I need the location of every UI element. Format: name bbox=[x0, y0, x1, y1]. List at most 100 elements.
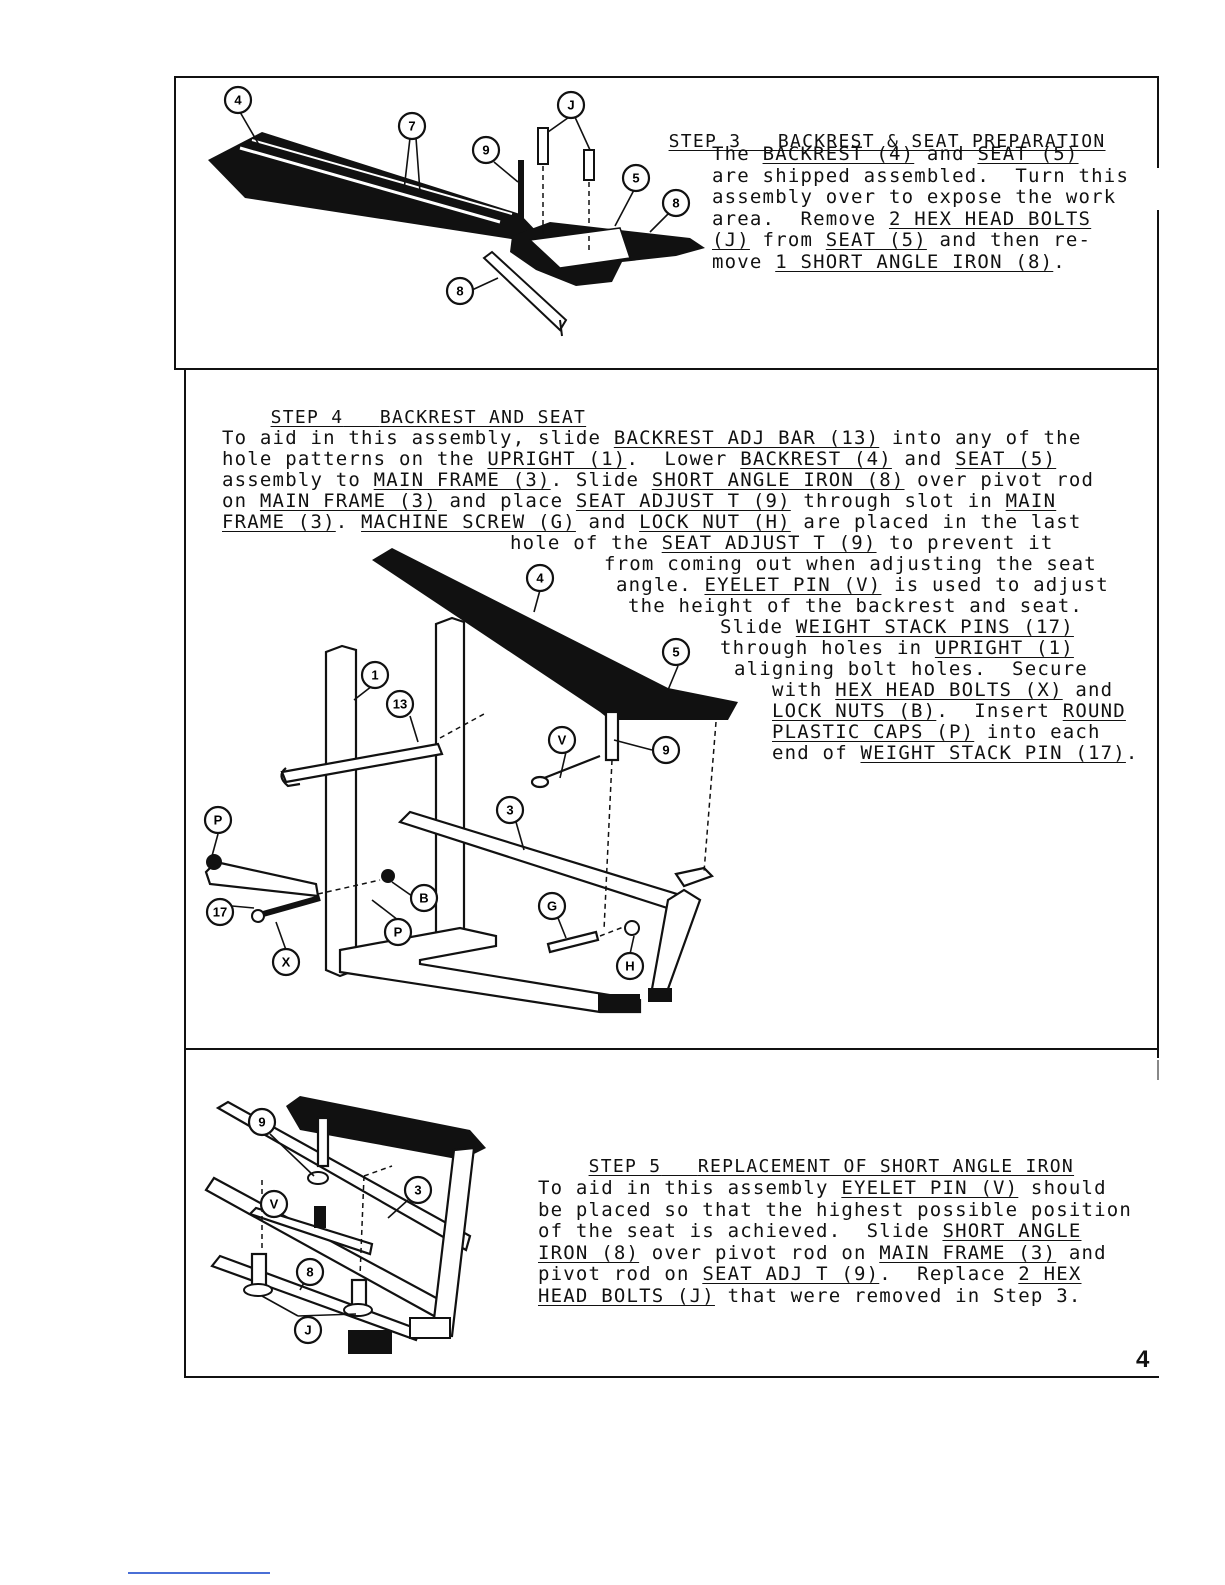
text-run: and then re- bbox=[926, 229, 1092, 251]
text-run: The bbox=[712, 143, 763, 165]
callout-eyelet-pin: V bbox=[547, 725, 577, 755]
step-4-instructions-line: angle. EYELET PIN (V) is used to adjust bbox=[616, 574, 1109, 597]
part-reference: UPRIGHT (1) bbox=[934, 637, 1074, 659]
svg-text:8: 8 bbox=[456, 284, 463, 299]
callout-backrest: 4 bbox=[223, 85, 253, 115]
callout-main-frame: 3 bbox=[403, 1175, 433, 1205]
instruction-line: area. Remove 2 HEX HEAD BOLTS bbox=[712, 207, 1129, 231]
step-5-instructions: To aid in this assembly EYELET PIN (V) s… bbox=[538, 1177, 1132, 1308]
part-reference: 2 HEX HEAD BOLTS bbox=[888, 207, 1092, 230]
part-reference: SEAT (5) bbox=[825, 229, 927, 251]
part-reference: SEAT (5) bbox=[977, 143, 1079, 165]
callout-weight-stack-pin: 17 bbox=[205, 897, 235, 927]
part-reference: LOCK NUT (H) bbox=[639, 511, 791, 533]
svg-text:4: 4 bbox=[234, 93, 242, 108]
svg-text:1: 1 bbox=[371, 668, 378, 683]
part-reference: SHORT ANGLE bbox=[942, 1220, 1082, 1242]
step-4-instructions-line: the height of the backrest and seat. bbox=[628, 595, 1083, 618]
text-run: over pivot rod on bbox=[639, 1241, 880, 1264]
part-reference: IRON (8) bbox=[538, 1241, 640, 1264]
callout-seat-adjust-t: 9 bbox=[247, 1107, 277, 1137]
callout-hex-head-bolt: X bbox=[271, 947, 301, 977]
part-reference: BACKREST (4) bbox=[740, 448, 892, 470]
instruction-line: of the seat is achieved. Slide SHORT ANG… bbox=[538, 1220, 1132, 1243]
text-run: are shipped assembled. Turn this bbox=[712, 164, 1130, 187]
part-reference: EYELET PIN (V) bbox=[704, 574, 882, 596]
step-4-instructions-line: hole patterns on the UPRIGHT (1). Lower … bbox=[222, 448, 1057, 471]
instruction-line: HEAD BOLTS (J) that were removed in Step… bbox=[538, 1284, 1132, 1308]
callout-backrest-adj-bar: 13 bbox=[385, 689, 415, 719]
step-label: STEP 4 bbox=[270, 407, 344, 428]
instruction-line: be placed so that the highest possible p… bbox=[538, 1199, 1132, 1222]
step-3-heading: STEP 3 BACKREST & SEAT PREPARATION bbox=[620, 110, 1106, 173]
part-reference: WEIGHT STACK PINS (17) bbox=[795, 616, 1074, 638]
callout-main-frame: 3 bbox=[495, 795, 525, 825]
frame-right-border bbox=[1157, 76, 1159, 168]
text-run: and bbox=[1056, 1241, 1107, 1264]
step-4-instructions-line: on MAIN FRAME (3) and place SEAT ADJUST … bbox=[222, 490, 1056, 513]
part-reference: SEAT ADJUST T (9) bbox=[575, 490, 791, 512]
part-reference: HEAD BOLTS (J) bbox=[538, 1284, 715, 1307]
text-run: area. Remove bbox=[712, 207, 889, 230]
scan-edge-mark bbox=[128, 1572, 270, 1574]
part-reference: SEAT (5) bbox=[955, 448, 1057, 470]
text-run: and bbox=[914, 143, 978, 165]
step-4-instructions-line: assembly to MAIN FRAME (3). Slide SHORT … bbox=[222, 469, 1094, 492]
svg-text:8: 8 bbox=[306, 1265, 313, 1280]
text-run: and bbox=[1062, 679, 1114, 701]
step-4-instructions-line: through holes in UPRIGHT (1) bbox=[720, 637, 1074, 660]
step-4-instructions-line: with HEX HEAD BOLTS (X) and bbox=[772, 679, 1114, 702]
step-4-instructions-line: To aid in this assembly, slide BACKREST … bbox=[222, 427, 1081, 450]
text-run: . Lower bbox=[626, 448, 741, 470]
step-4-instructions-line: from coming out when adjusting the seat bbox=[604, 553, 1097, 576]
text-run: . Replace bbox=[879, 1263, 1019, 1285]
text-run: into each bbox=[974, 721, 1101, 743]
section-divider bbox=[174, 368, 1159, 370]
text-run: . bbox=[1125, 742, 1139, 764]
part-reference: FRAME (3) bbox=[222, 511, 336, 533]
callout-seat-adjust-t: 9 bbox=[471, 135, 501, 165]
svg-text:3: 3 bbox=[414, 1183, 421, 1198]
part-reference: PLASTIC CAPS (P) bbox=[772, 721, 975, 743]
callout-lock-nut: H bbox=[615, 951, 645, 981]
text-run: and bbox=[891, 448, 956, 470]
step-4-instructions-line: aligning bolt holes. Secure bbox=[734, 658, 1088, 681]
svg-text:9: 9 bbox=[482, 143, 489, 158]
frame-bottom-border bbox=[184, 1376, 1159, 1378]
part-reference: ROUND bbox=[1062, 700, 1126, 722]
text-run: To aid in this assembly, slide bbox=[222, 427, 614, 449]
callout-seat-adjust-t: 9 bbox=[651, 735, 681, 765]
instruction-line: The BACKREST (4) and SEAT (5) bbox=[712, 143, 1129, 166]
callout-plastic-cap: P bbox=[383, 917, 413, 947]
svg-text:P: P bbox=[214, 813, 223, 828]
text-run: hole patterns on the bbox=[222, 448, 488, 470]
text-run: of the seat is achieved. Slide bbox=[538, 1220, 943, 1242]
svg-text:J: J bbox=[567, 98, 574, 113]
svg-text:17: 17 bbox=[213, 905, 227, 920]
part-reference: MAIN FRAME (3) bbox=[259, 490, 437, 512]
part-reference: (J) bbox=[712, 229, 750, 251]
instruction-line: assembly over to expose the work bbox=[712, 186, 1129, 209]
step-title: REPLACEMENT OF SHORT ANGLE IRON bbox=[697, 1156, 1075, 1177]
callout-machine-screw: G bbox=[537, 891, 567, 921]
text-run: is used to adjust bbox=[881, 574, 1109, 596]
svg-text:13: 13 bbox=[393, 697, 407, 712]
callout-lock-nut: B bbox=[409, 883, 439, 913]
callout-backrest: 4 bbox=[525, 563, 555, 593]
frame-top-border bbox=[174, 76, 1159, 78]
text-run: are placed in the last bbox=[790, 511, 1082, 533]
callout-eyelet-pin: V bbox=[259, 1189, 289, 1219]
svg-text:9: 9 bbox=[258, 1115, 265, 1130]
part-reference: MAIN FRAME (3) bbox=[879, 1241, 1057, 1264]
callout-upright: 1 bbox=[360, 660, 390, 690]
svg-text:7: 7 bbox=[408, 119, 415, 134]
text-run: assembly to bbox=[222, 469, 374, 491]
part-reference: UPRIGHT (1) bbox=[487, 448, 627, 470]
part-reference: HEX HEAD BOLTS (X) bbox=[835, 679, 1063, 701]
instruction-line: (J) from SEAT (5) and then re- bbox=[712, 229, 1129, 252]
text-run: to prevent it bbox=[876, 532, 1054, 554]
instruction-line: pivot rod on SEAT ADJ T (9). Replace 2 H… bbox=[538, 1263, 1132, 1286]
text-run: with bbox=[772, 679, 836, 701]
